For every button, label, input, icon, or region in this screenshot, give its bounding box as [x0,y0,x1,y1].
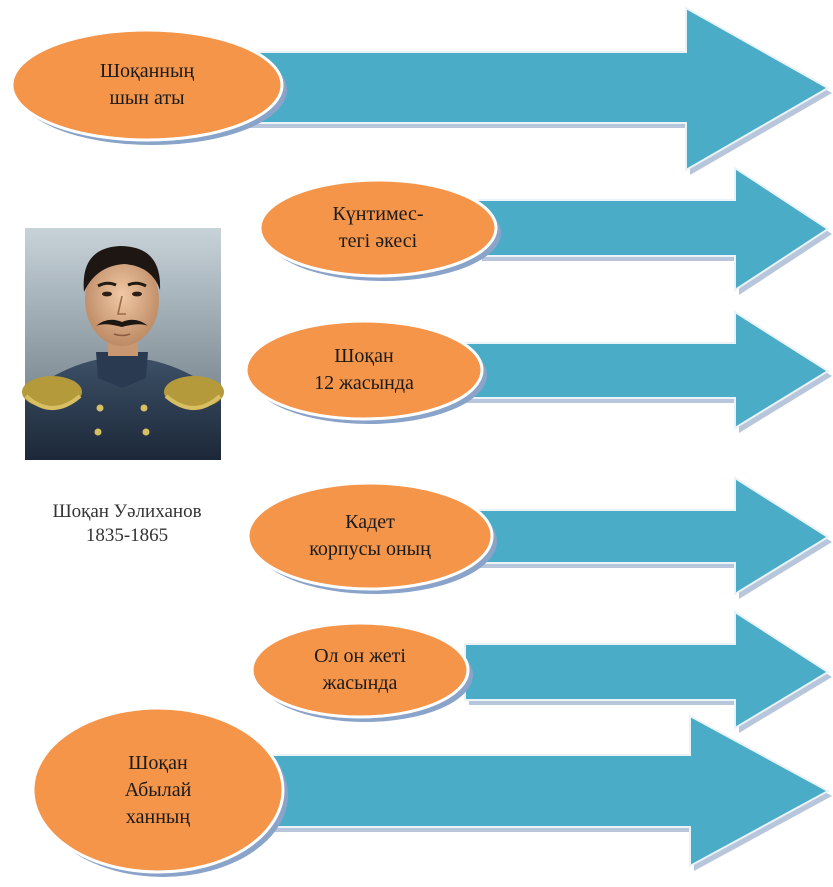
arrow-right-6 [267,714,831,868]
arrow-right-5 [464,610,830,730]
oval-node-2 [258,178,498,278]
portrait-name: Шоқан Уәлиханов [52,501,202,522]
oval-node-4 [246,481,494,591]
arrow-right-2 [477,166,830,292]
oval-node-3 [244,319,484,421]
oval-node-6 [31,706,285,874]
ovals-layer [10,28,501,877]
arrow-right-4 [469,476,830,596]
arrow-right-3 [459,310,830,430]
portrait-years: 1835-1865 [85,525,169,546]
oval-node-1 [10,28,284,142]
oval-node-5 [250,621,470,719]
portrait-image [22,228,224,460]
arrows-layer [237,6,832,871]
portrait-caption: Шоқан Уәлиханов 1835-1865 [22,500,232,548]
arrow-right-1 [237,6,831,172]
